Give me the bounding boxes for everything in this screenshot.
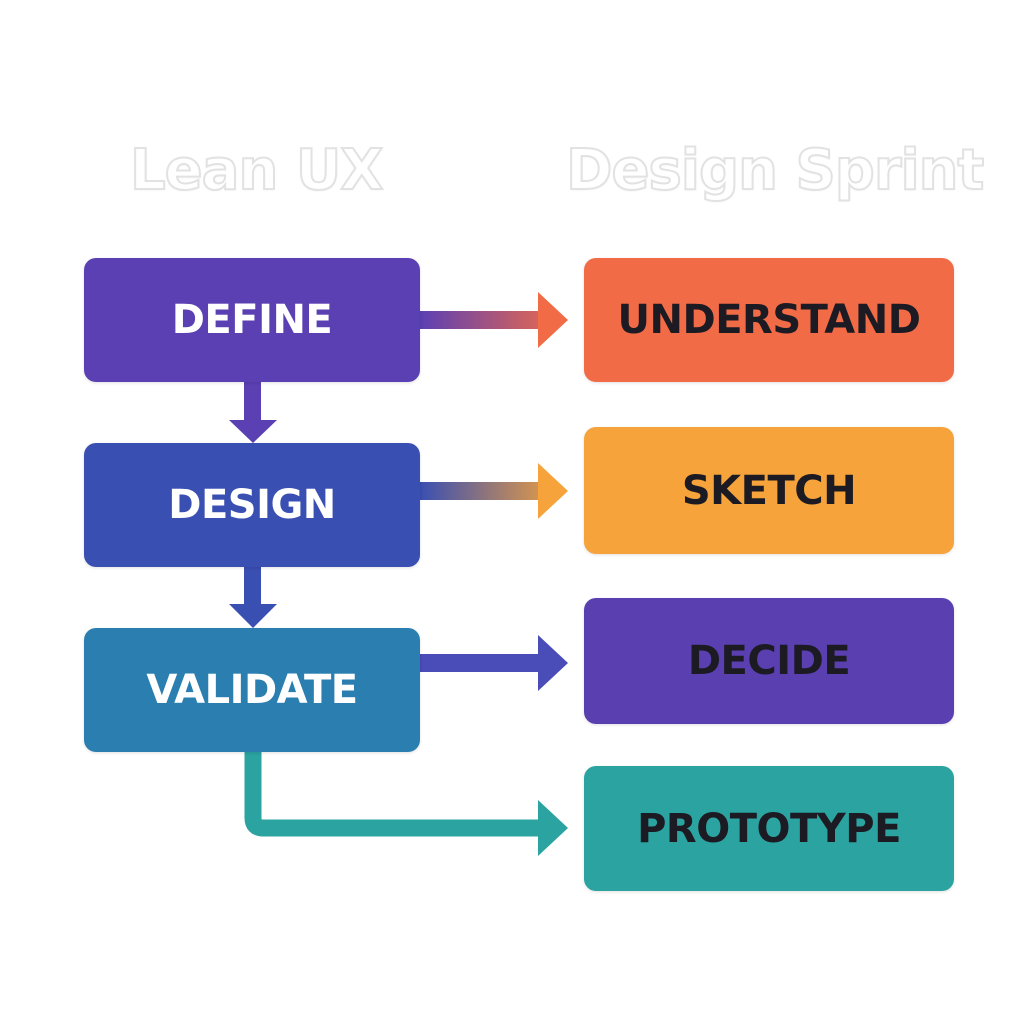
design-step-box: DESIGN: [84, 443, 420, 567]
validate-step-box: VALIDATE: [84, 628, 420, 752]
arrow-validate-to-decide: [420, 635, 568, 691]
lean-ux-heading: Lean UX: [129, 137, 384, 204]
decide-step-label: DECIDE: [687, 638, 851, 684]
prototype-step-box: PROTOTYPE: [584, 766, 954, 891]
define-step-label: DEFINE: [171, 297, 333, 343]
understand-step-box: UNDERSTAND: [584, 258, 954, 382]
design-sprint-heading: Design Sprint: [565, 137, 985, 204]
define-step-box: DEFINE: [84, 258, 420, 382]
sketch-step-label: SKETCH: [681, 467, 857, 514]
arrow-define-to-understand: [420, 292, 568, 348]
design-step-label: DESIGN: [168, 482, 336, 528]
arrow-design-to-sketch: [420, 463, 568, 519]
arrow-define-to-design: [229, 380, 277, 443]
decide-step-box: DECIDE: [584, 598, 954, 724]
prototype-step-label: PROTOTYPE: [637, 805, 901, 852]
sketch-step-box: SKETCH: [584, 427, 954, 554]
validate-step-label: VALIDATE: [146, 667, 358, 713]
arrow-validate-to-prototype: [244, 750, 568, 856]
understand-step-label: UNDERSTAND: [617, 297, 921, 343]
arrow-design-to-validate: [229, 566, 277, 628]
